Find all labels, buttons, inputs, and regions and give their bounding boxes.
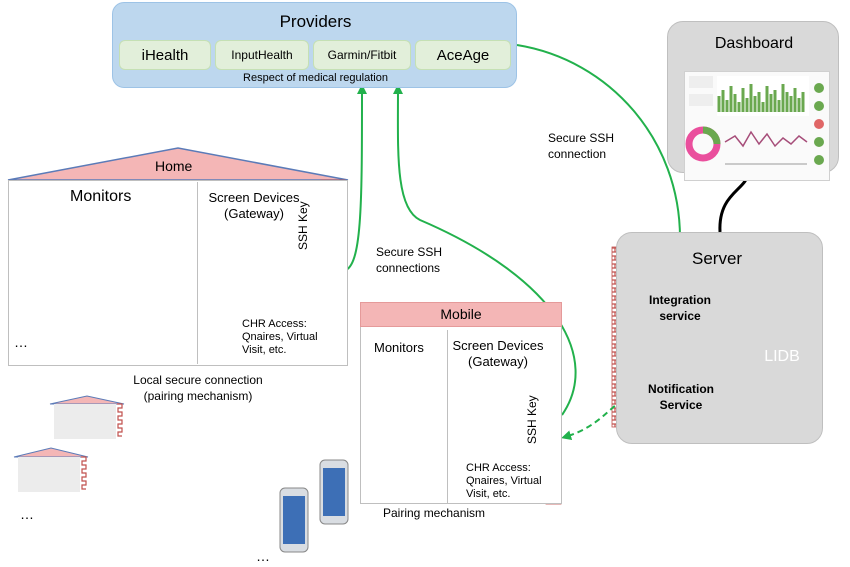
ssh-connection-label: Secure SSH connection	[548, 130, 614, 162]
mobile-box	[360, 302, 562, 504]
mobile-screen-devices-line-1: Screen Devices	[452, 338, 544, 353]
providers-panel: Providers iHealth InputHealth Garmin/Fit…	[112, 2, 517, 88]
dashboard-panel: Dashboard	[667, 21, 839, 181]
local-line-1: Local secure connection	[133, 373, 263, 387]
arrow-providers-to-server	[516, 44, 685, 242]
home-chr-access-label: CHR Access: Qnaires, Virtual Visit, etc.	[242, 318, 322, 357]
ssh-connection-line-2: connection	[548, 147, 607, 161]
arrow-home-to-providers	[345, 84, 367, 271]
small-house-1	[49, 395, 125, 439]
home-screen-devices-label: Screen Devices (Gateway)	[204, 190, 304, 222]
dashboard-title: Dashboard	[714, 35, 794, 52]
home-divider	[197, 182, 198, 364]
mobile-divider	[447, 330, 448, 504]
mobile-chr-access-label: CHR Access: Qnaires, Virtual Visit, etc.	[466, 462, 548, 501]
home-ssh-key-label: SSH Key	[296, 201, 310, 250]
pairing-mechanism-label: Pairing mechanism	[383, 506, 486, 520]
small-house-2	[13, 447, 89, 492]
ssh-connections-line-1: Secure SSH	[376, 245, 443, 259]
home-monitors-label: Monitors	[70, 188, 132, 205]
mobile-chr-line-3: Visit, etc.	[466, 488, 511, 500]
home-chr-line-2: Qnaires, Virtual	[242, 331, 318, 343]
mobile-ssh-key-label: SSH Key	[525, 395, 539, 444]
mobile-title: Mobile	[440, 306, 482, 322]
provider-inputhealth: InputHealth	[215, 40, 309, 70]
provider-ihealth: iHealth	[119, 40, 211, 70]
home-chr-line-3: Visit, etc.	[242, 344, 287, 356]
home-title: Home	[155, 158, 193, 174]
providers-note: Respect of medical regulation	[243, 72, 388, 84]
notification-line-2: Service	[659, 398, 703, 412]
home-ellipsis: …	[14, 334, 28, 350]
providers-title: Providers	[279, 12, 352, 31]
local-secure-connection-label: Local secure connection (pairing mechani…	[118, 372, 278, 404]
home-chr-line-1: CHR Access:	[242, 318, 307, 330]
server-panel: Server	[616, 232, 823, 444]
notification-service-label: Notification Service	[637, 381, 725, 413]
extra-phone-1	[279, 487, 309, 553]
ssh-connections-line-2: connections	[376, 261, 441, 275]
ssh-connections-label: Secure SSH connections	[376, 244, 442, 276]
provider-aceage: AceAge	[415, 40, 511, 70]
provider-garmin-fitbit: Garmin/Fitbit	[313, 40, 411, 70]
mobile-screen-devices-line-2: (Gateway)	[468, 354, 528, 369]
left-ellipsis: …	[20, 506, 34, 522]
lidb-label: LIDB	[764, 348, 800, 365]
mobile-header: Mobile	[360, 302, 562, 327]
home-screen-devices-line-2: (Gateway)	[224, 206, 284, 221]
mobile-monitors-label: Monitors	[374, 340, 424, 355]
home-screen-devices-line-1: Screen Devices	[208, 190, 300, 205]
mobile-screen-devices-label: Screen Devices (Gateway)	[450, 338, 546, 370]
ssh-connection-line-1: Secure SSH	[548, 131, 615, 145]
integration-service-label: Integration service	[636, 292, 724, 324]
server-title: Server	[692, 249, 743, 268]
local-line-2: (pairing mechanism)	[143, 389, 253, 403]
dashboard-server-cable	[718, 171, 750, 233]
integration-line-1: Integration	[649, 293, 711, 307]
arrow-server-to-mobile	[561, 389, 641, 441]
mobile-chr-line-1: CHR Access:	[466, 462, 531, 474]
home-box	[8, 180, 348, 366]
notification-line-1: Notification	[648, 382, 714, 396]
mobile-chr-line-2: Qnaires, Virtual	[466, 475, 542, 487]
dashboard-screenshot	[684, 71, 830, 181]
arrow-mobile-to-providers	[392, 84, 577, 416]
bottom-ellipsis: …	[256, 548, 270, 564]
extra-phone-2	[319, 459, 349, 525]
integration-line-2: service	[659, 309, 701, 323]
